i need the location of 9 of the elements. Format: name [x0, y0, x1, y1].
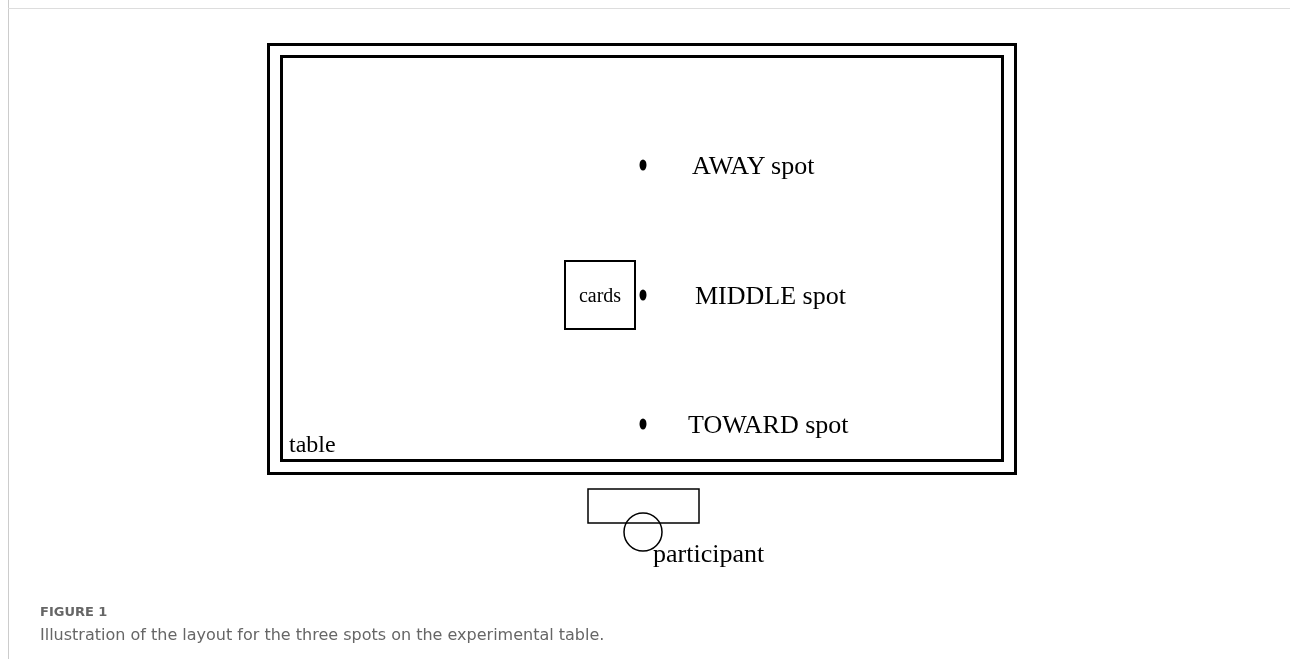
figure-title: FIGURE 1: [40, 604, 108, 619]
spot-label: MIDDLE spot: [695, 282, 846, 310]
spot-label: TOWARD spot: [688, 411, 849, 439]
figure-caption: Illustration of the layout for the three spots on the experimental table.: [40, 625, 605, 644]
cards-box: cards: [564, 260, 636, 330]
participant-label: participant: [653, 540, 765, 568]
table-label: table: [289, 432, 336, 456]
table-outline: [267, 43, 1017, 475]
spot-label: AWAY spot: [692, 152, 815, 180]
